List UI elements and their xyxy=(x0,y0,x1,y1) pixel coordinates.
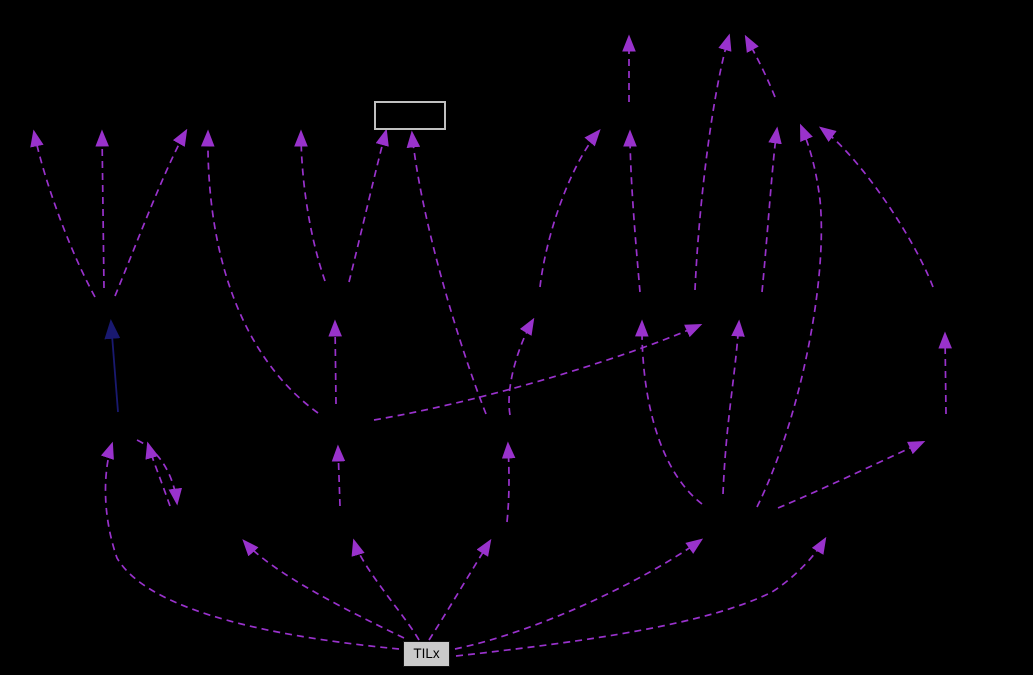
edge-p-node-inherits-fan xyxy=(104,319,121,413)
edge-p-node-to-q-node xyxy=(136,439,183,506)
edge-c-node-to-b-node xyxy=(331,444,346,507)
edge-a-node-to-empty-box xyxy=(348,128,389,283)
edge-tilx-to-c-node xyxy=(351,538,420,641)
edge-b-node-to-a-node xyxy=(328,319,342,405)
edge-k-node-to-j-node xyxy=(761,126,782,293)
edge-i-node-to-j-node xyxy=(818,126,934,288)
edge-a-node-to-top xyxy=(294,129,326,282)
edge-k-node-to-top-pair xyxy=(694,33,732,291)
edge-q-node-to-p-node xyxy=(145,441,171,507)
edge-t-node-to-e-node xyxy=(508,317,535,416)
edge-l-node-to-j-node xyxy=(756,123,823,508)
edge-tilx-to-s-node xyxy=(428,538,492,641)
edge-tilx-to-l-node xyxy=(454,538,704,650)
edge-b-node-to-k-node xyxy=(373,323,703,421)
tilx-node[interactable]: TILx xyxy=(403,641,450,667)
edge-b-node-to-top-left xyxy=(200,129,319,414)
edge-fan-to-upper-left xyxy=(30,129,96,298)
edge-fan-to-upper-mid xyxy=(95,129,109,289)
edge-tilx-to-p-node-arc xyxy=(100,441,400,650)
edge-m-node-to-i-node xyxy=(938,331,952,415)
edge-tilx-to-n-node xyxy=(455,536,827,657)
edge-s-node-to-t-node xyxy=(501,441,516,523)
edge-tilx-to-r-node xyxy=(242,539,405,639)
edge-t-node-to-empty-box xyxy=(406,130,487,415)
edge-h-node-to-g-node xyxy=(623,129,641,293)
edge-l-node-to-m-node xyxy=(777,440,926,509)
edge-l-node-to-h-node xyxy=(635,319,703,505)
edge-l-node-to-k-node xyxy=(722,319,745,495)
edge-e-node-to-g-node xyxy=(539,129,601,288)
empty-outlined-node[interactable] xyxy=(374,101,446,130)
edge-fan-to-upper-right xyxy=(114,128,188,297)
edge-j-node-to-top-pair xyxy=(744,34,776,98)
